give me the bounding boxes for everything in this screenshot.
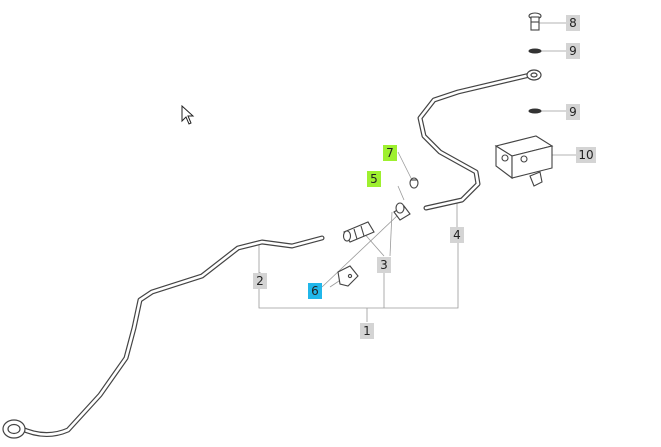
callout-6[interactable]: 6 xyxy=(308,283,322,299)
callout-10[interactable]: 10 xyxy=(576,147,596,163)
callout-3[interactable]: 3 xyxy=(377,257,391,273)
callout-9-lower[interactable]: 9 xyxy=(566,104,580,120)
callout-9-upper[interactable]: 9 xyxy=(566,43,580,59)
banjo-eye-fitting xyxy=(2,419,26,439)
callout-4[interactable]: 4 xyxy=(450,227,464,243)
cap-7 xyxy=(409,177,419,189)
callout-8[interactable]: 8 xyxy=(566,15,580,31)
callout-7[interactable]: 7 xyxy=(383,145,397,161)
mouse-pointer-icon xyxy=(181,105,195,125)
tube-2 xyxy=(17,235,325,437)
callout-1[interactable]: 1 xyxy=(360,323,374,339)
callout-5[interactable]: 5 xyxy=(367,171,381,187)
washers-9 xyxy=(528,48,542,114)
leader-lines xyxy=(258,22,576,322)
tube-4 xyxy=(417,72,533,211)
tube-4-banjo-end xyxy=(526,69,542,81)
valve-block-10 xyxy=(494,135,554,187)
fitting-3 xyxy=(342,221,375,243)
banjo-bolt-8 xyxy=(528,12,542,31)
callout-2[interactable]: 2 xyxy=(253,273,267,289)
bracket-6 xyxy=(337,265,359,287)
clamp-5 xyxy=(393,202,411,221)
